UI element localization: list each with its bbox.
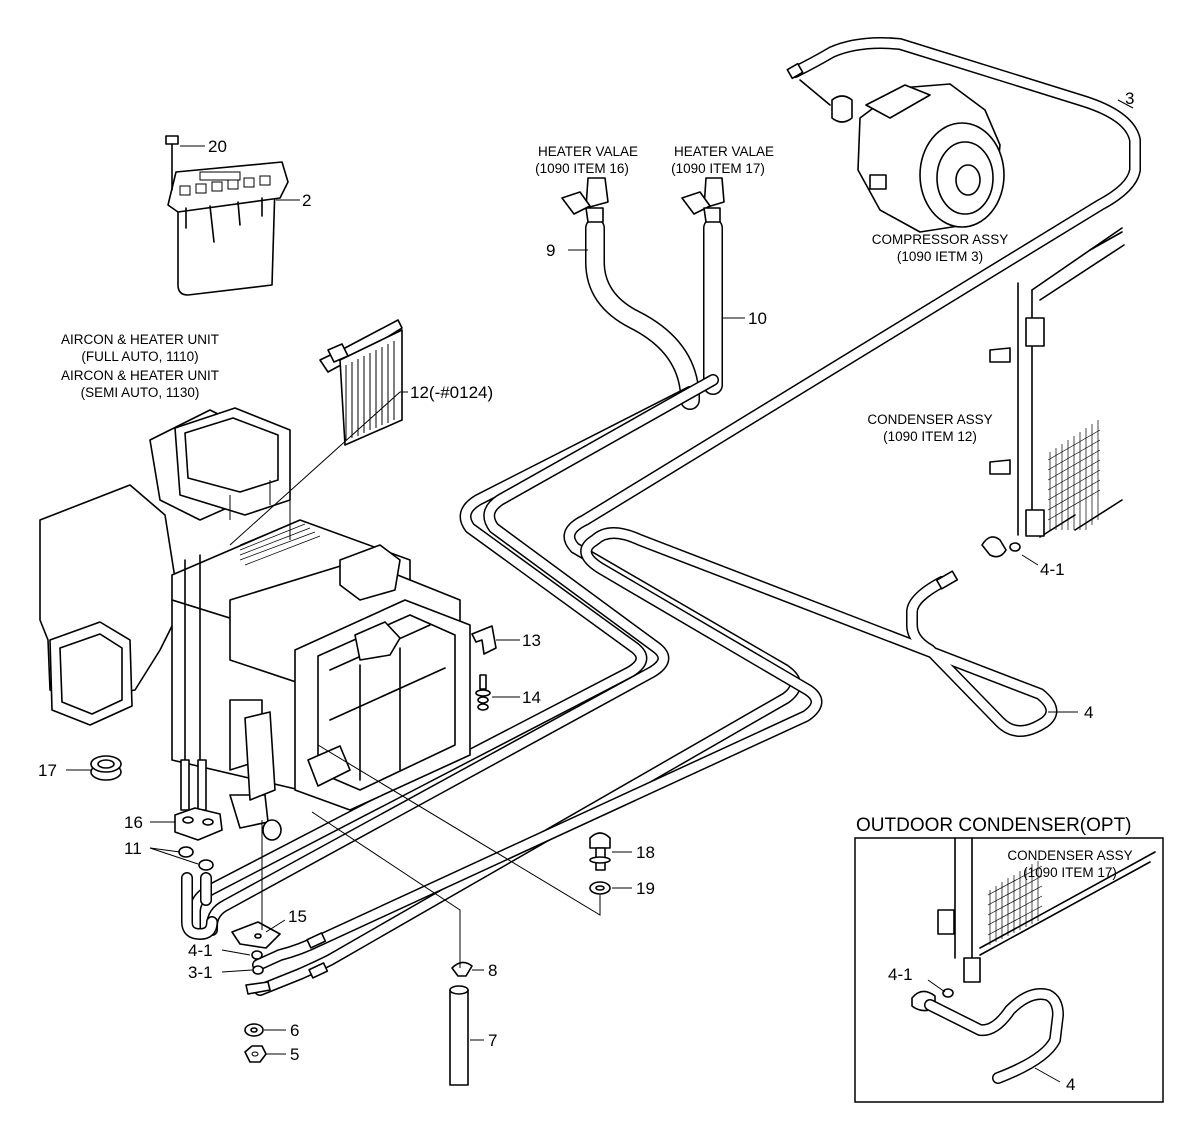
callout-5: 5 bbox=[290, 1045, 299, 1064]
callout-14: 14 bbox=[522, 688, 541, 707]
text-labels: HEATER VALAE (1090 ITEM 16) HEATER VALAE… bbox=[61, 144, 1133, 880]
callout-4-right: 4 bbox=[1084, 703, 1093, 722]
callout-6: 6 bbox=[290, 1021, 299, 1040]
callout-3: 3 bbox=[1125, 89, 1134, 108]
callout-19: 19 bbox=[636, 879, 655, 898]
callout-4-1-left: 4-1 bbox=[188, 941, 213, 960]
inset-condenser-label-2: (1090 ITEM 17) bbox=[1023, 865, 1117, 880]
callout-15: 15 bbox=[288, 907, 307, 926]
aircon-unit-label-4: (SEMI AUTO, 1130) bbox=[81, 385, 200, 400]
compressor-label-2: (1090 IETM 3) bbox=[897, 249, 983, 264]
callout-10: 10 bbox=[748, 309, 767, 328]
callout-4-1-right: 4-1 bbox=[1040, 560, 1065, 579]
aircon-unit-label-2: (FULL AUTO, 1110) bbox=[81, 349, 198, 364]
heater-valve-17 bbox=[681, 177, 725, 223]
compressor bbox=[786, 62, 1005, 233]
callout-2: 2 bbox=[302, 191, 311, 210]
pipe-bundle bbox=[181, 37, 1141, 996]
heater-valve-16 bbox=[561, 177, 609, 223]
aircon-heater-unit bbox=[39, 407, 471, 841]
small-parts bbox=[90, 625, 611, 1086]
inset-title: OUTDOOR CONDENSER(OPT) bbox=[856, 815, 1132, 836]
inset-condenser-label-1: CONDENSER ASSY bbox=[1007, 848, 1132, 863]
callout-13: 13 bbox=[522, 631, 541, 650]
condenser-label-1: CONDENSER ASSY bbox=[867, 412, 992, 427]
compressor-label-1: COMPRESSOR ASSY bbox=[872, 232, 1009, 247]
condenser bbox=[981, 227, 1125, 558]
heater-valve-17-label-1: HEATER VALAE bbox=[674, 144, 774, 159]
aircon-unit-label-1: AIRCON & HEATER UNIT bbox=[61, 332, 219, 347]
control-panel bbox=[165, 135, 289, 296]
condenser-label-2: (1090 ITEM 12) bbox=[883, 429, 977, 444]
aircon-unit-label-3: AIRCON & HEATER UNIT bbox=[61, 368, 219, 383]
inset-outdoor-condenser bbox=[854, 837, 1164, 1103]
callout-numbers: 20 2 3 9 10 12(-#0124) 13 14 4-1 4 17 16… bbox=[38, 89, 1134, 1094]
heater-core-12 bbox=[319, 319, 403, 446]
callout-16: 16 bbox=[124, 813, 143, 832]
callout-4-1-inset: 4-1 bbox=[888, 965, 913, 984]
callout-12: 12(-#0124) bbox=[410, 383, 493, 402]
heater-valve-16-label-2: (1090 ITEM 16) bbox=[535, 161, 629, 176]
callout-4-inset: 4 bbox=[1066, 1075, 1075, 1094]
callout-7: 7 bbox=[488, 1031, 497, 1050]
callout-9: 9 bbox=[546, 241, 555, 260]
callout-18: 18 bbox=[636, 843, 655, 862]
callout-11: 11 bbox=[124, 839, 142, 858]
callout-8: 8 bbox=[488, 961, 497, 980]
callout-20: 20 bbox=[208, 137, 227, 156]
leader-lines bbox=[66, 99, 1134, 1055]
heater-valve-17-label-2: (1090 ITEM 17) bbox=[671, 161, 765, 176]
callout-17: 17 bbox=[38, 761, 57, 780]
heater-valve-16-label-1: HEATER VALAE bbox=[538, 144, 638, 159]
callout-3-1: 3-1 bbox=[188, 963, 213, 982]
